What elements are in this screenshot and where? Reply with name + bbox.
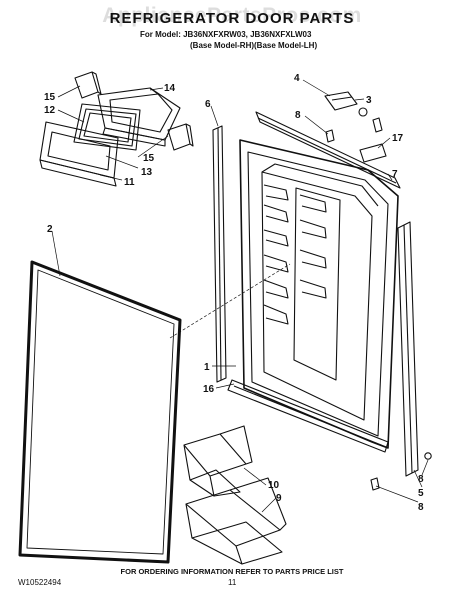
- door-gasket: [18, 260, 182, 564]
- leader-lines: [51, 79, 429, 513]
- callout-15a: 15: [44, 92, 56, 103]
- watermark: AppliancePartsPros.com: [102, 4, 362, 27]
- callout-8b: 8: [418, 474, 424, 485]
- callout-8a: 8: [295, 110, 301, 121]
- door-liner: [239, 139, 399, 449]
- diagram-title: REFRIGERATOR DOOR PARTS: [109, 10, 355, 27]
- callout-1: 1: [204, 362, 210, 373]
- door-bin-large: [185, 477, 287, 565]
- callout-12: 12: [44, 105, 56, 116]
- top-cap-and-hinge: [255, 91, 401, 189]
- ordering-note: FOR ORDERING INFORMATION REFER TO PARTS …: [120, 567, 344, 576]
- right-trim-strip: [397, 221, 419, 477]
- callout-6: 6: [205, 99, 211, 110]
- callout-labels: 15 12 14 15 13 11 6 4 3 8 17 7 2 1 16 10…: [44, 73, 424, 513]
- document-number: W10522494: [18, 578, 62, 587]
- bottom-cap-and-screws: [227, 379, 432, 491]
- callout-11: 11: [124, 177, 135, 188]
- callout-15b: 15: [143, 153, 155, 164]
- callout-4: 4: [294, 73, 300, 84]
- base-model-line: (Base Model-RH)(Base Model-LH): [190, 41, 318, 50]
- model-line: For Model: JB36NXFXRW03, JB36NXFXLW03: [140, 30, 312, 39]
- callout-13: 13: [141, 167, 153, 178]
- callout-9: 9: [276, 493, 282, 504]
- callout-2: 2: [47, 224, 53, 235]
- door-bin-small: [183, 425, 253, 497]
- callout-3: 3: [366, 95, 372, 106]
- callout-16: 16: [203, 384, 215, 395]
- callout-5: 5: [418, 488, 424, 499]
- callout-14: 14: [164, 83, 176, 94]
- left-trim-strip: [212, 125, 227, 383]
- callout-10: 10: [268, 480, 280, 491]
- callout-8c: 8: [418, 502, 424, 513]
- callout-17: 17: [392, 133, 404, 144]
- callout-7: 7: [392, 169, 398, 180]
- page-number: 11: [228, 578, 237, 587]
